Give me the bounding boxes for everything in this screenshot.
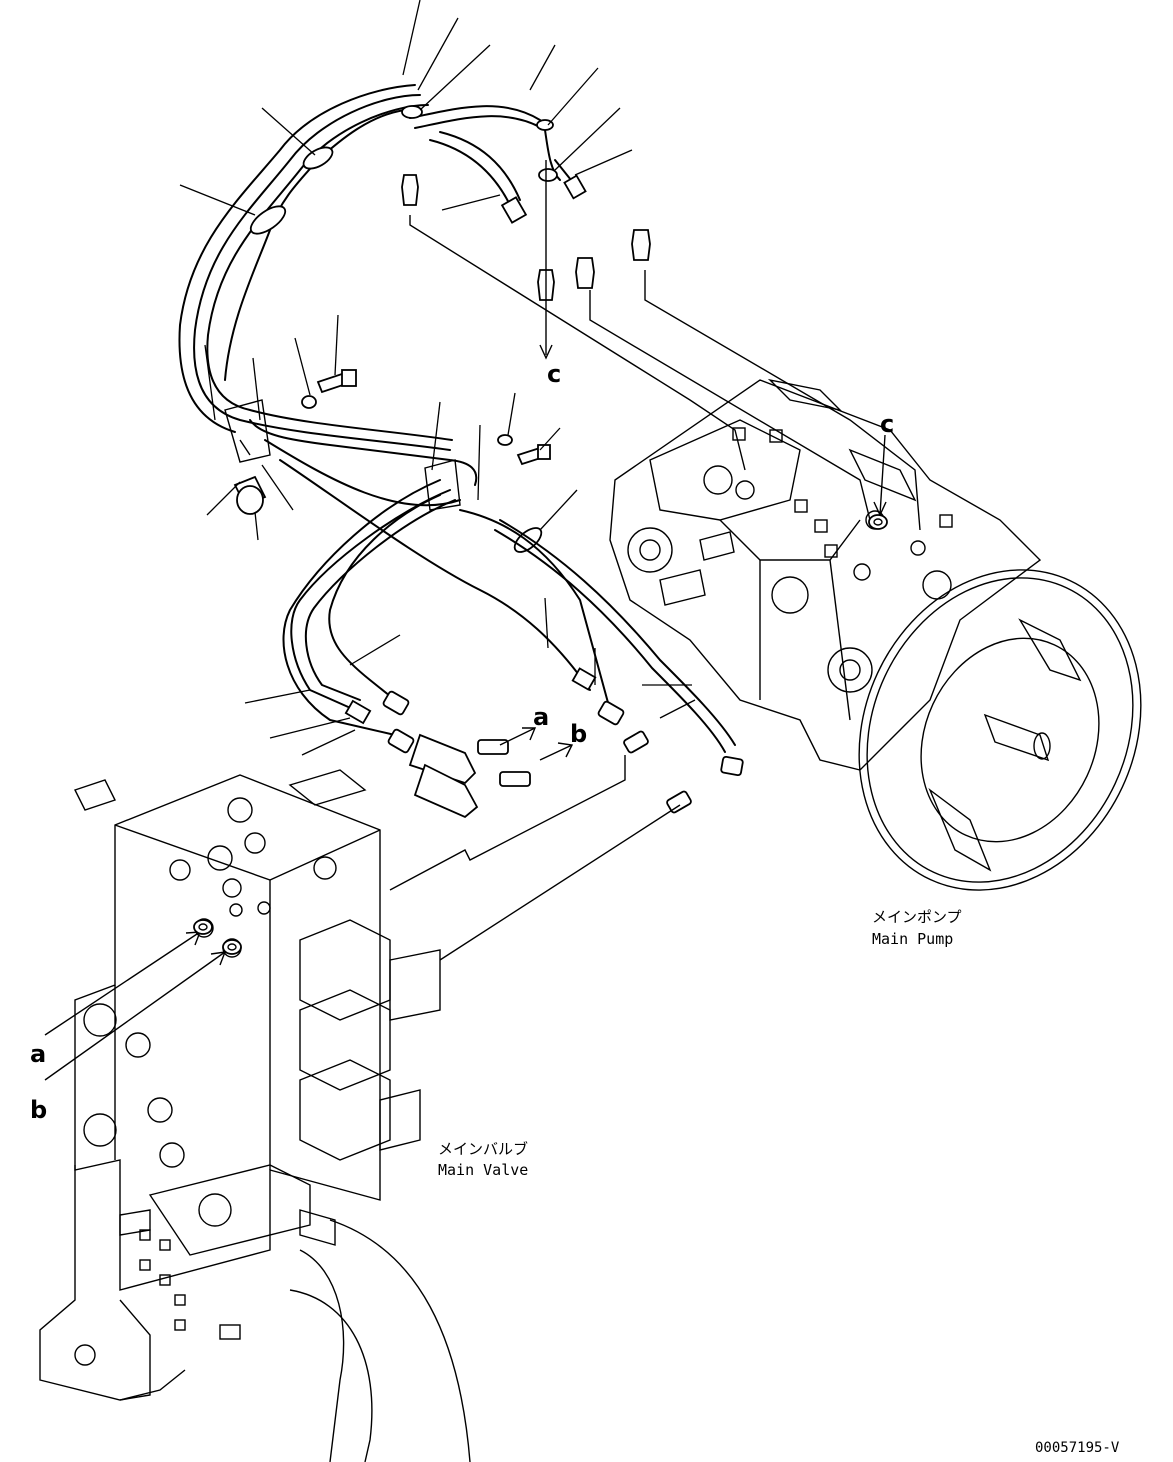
- frame: [39, 1165, 471, 1462]
- main-valve-icon: [74, 769, 441, 1366]
- main-pump-label-jp: メインポンプ: [872, 908, 962, 926]
- hose-fitting-icon: [344, 667, 744, 777]
- ref-label-b-valve: b: [30, 1096, 47, 1124]
- bracket: [224, 399, 271, 463]
- port-ring-icon: [193, 514, 888, 955]
- pilot-lines: [409, 160, 921, 531]
- ref-label-c-pump: c: [880, 410, 894, 438]
- main-pump-icon: [609, 378, 1042, 771]
- ref-label-a: a: [533, 703, 549, 731]
- bolt-icon: [233, 369, 551, 515]
- hose-bundle: [178, 84, 576, 486]
- reference-arrows: [44, 434, 887, 1081]
- elbow-adapters: [408, 730, 692, 819]
- clamp-icon: [249, 105, 558, 553]
- lower-hoses: [264, 439, 736, 753]
- pilot-line-valve-1: [389, 755, 626, 891]
- leader-lines: [179, 0, 696, 756]
- pilot-line-valve-2: [439, 804, 681, 961]
- main-pump-label-en: Main Pump: [872, 930, 953, 948]
- ref-label-b: b: [570, 720, 587, 748]
- valve-ports: [139, 1229, 241, 1340]
- ref-label-a-valve: a: [30, 1040, 46, 1068]
- main-valve-label-en: Main Valve: [438, 1161, 528, 1179]
- fitting-icon: [401, 174, 651, 301]
- bracket-2: [424, 459, 461, 511]
- drawing-number: 00057195-V: [1035, 1440, 1120, 1456]
- pump-flange: [858, 569, 1142, 891]
- ref-label-c-top: c: [547, 360, 561, 388]
- main-valve-label-jp: メインバルブ: [438, 1140, 528, 1158]
